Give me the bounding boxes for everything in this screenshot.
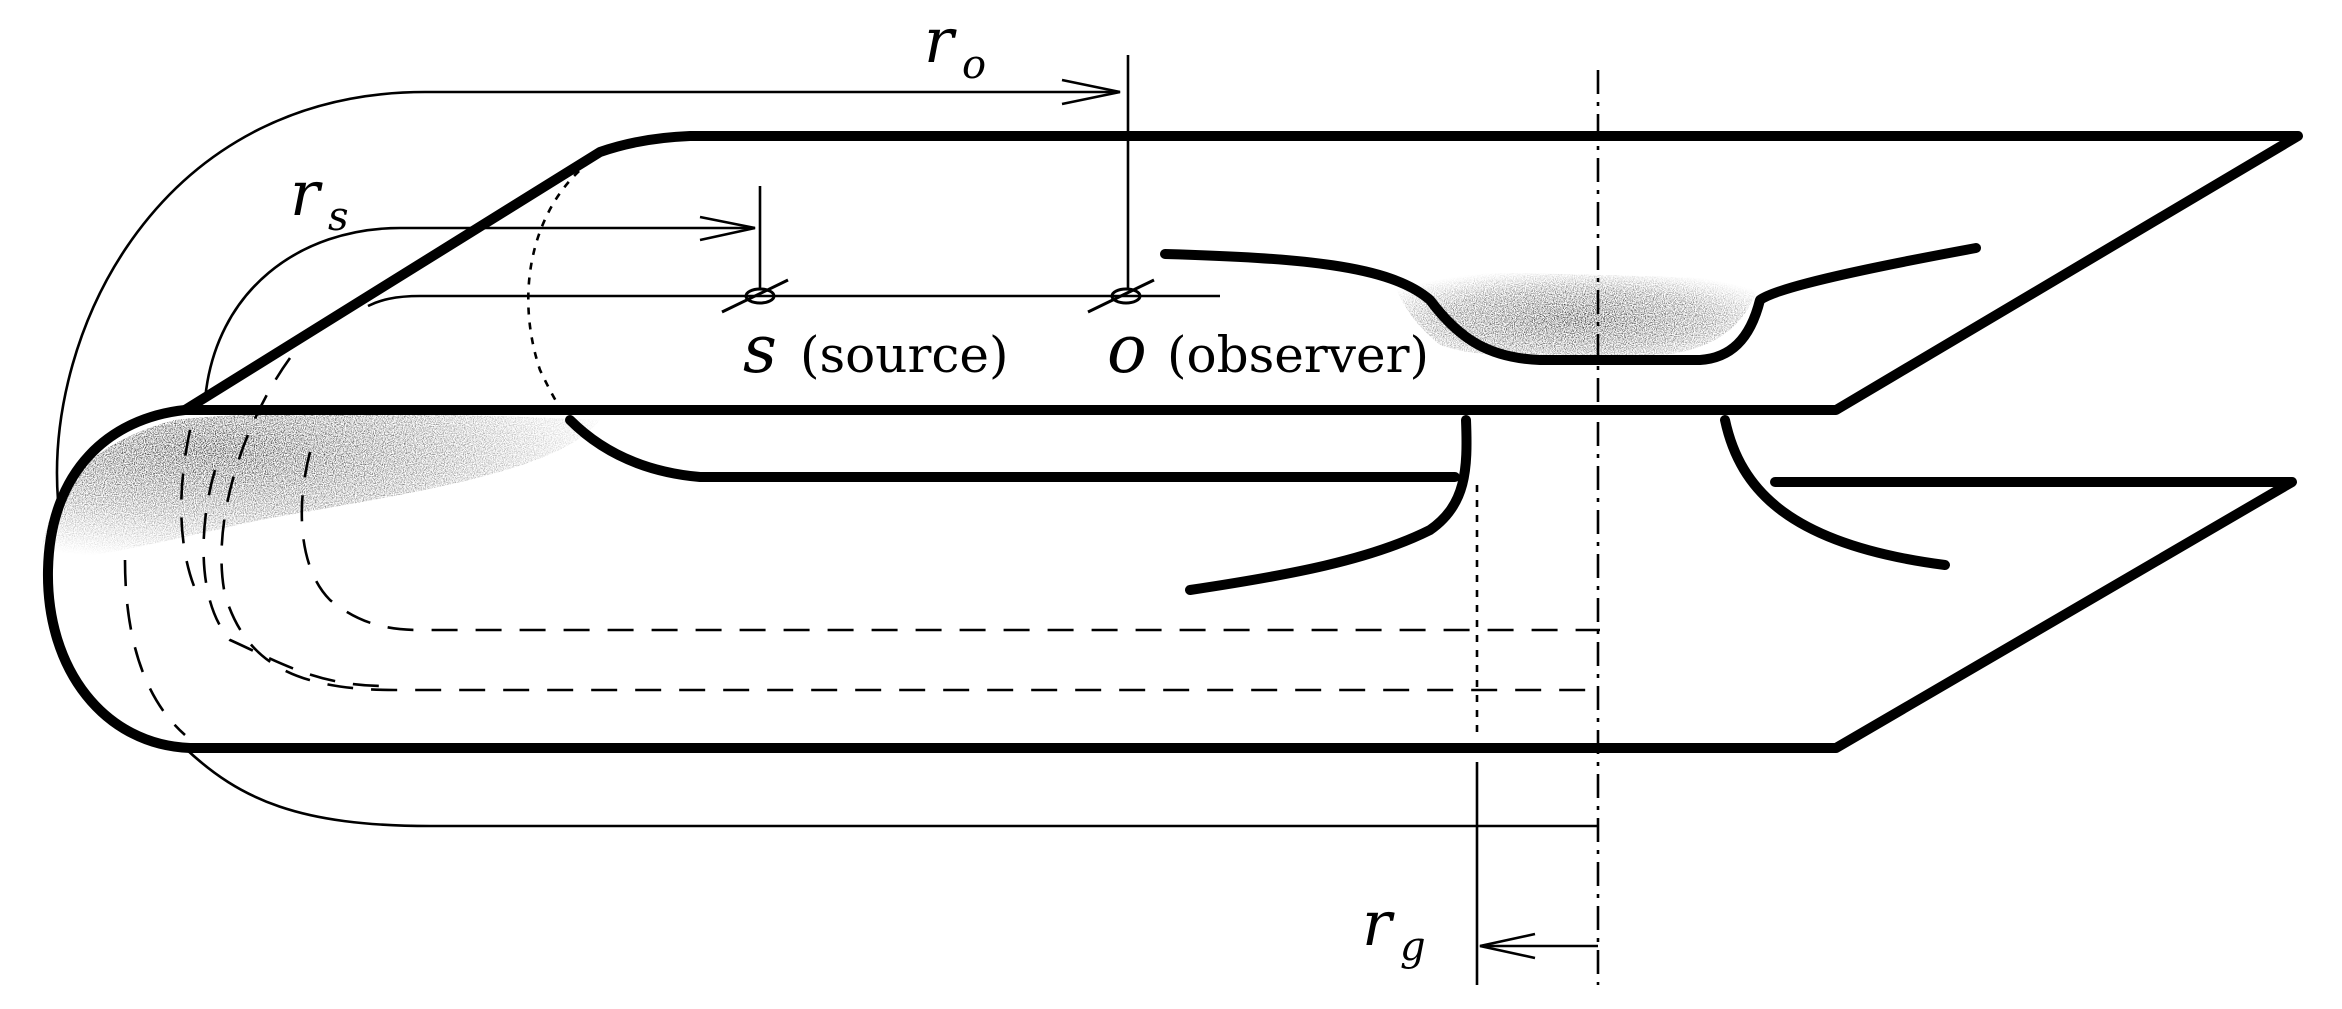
svg-text:s: s <box>328 194 349 240</box>
label-r-o: r o <box>924 4 986 88</box>
svg-text:o: o <box>962 42 986 88</box>
label-r-s: r s <box>290 157 349 240</box>
svg-text:s: s <box>743 311 777 388</box>
axis-line <box>367 294 1220 308</box>
shading-left-fold <box>40 413 600 560</box>
source-marker <box>721 278 789 314</box>
throat-curves <box>1160 243 1981 595</box>
r-s-arc <box>203 186 762 401</box>
label-observer: o (observer) <box>1107 311 1429 388</box>
label-r-g: r g <box>1362 887 1426 970</box>
svg-text:r: r <box>1362 887 1395 960</box>
r-o-arc <box>55 55 1130 501</box>
hidden-lines <box>123 151 1600 736</box>
r-g-arc <box>184 747 1598 960</box>
svg-text:r: r <box>924 4 957 77</box>
label-source: s (source) <box>743 311 1008 388</box>
brane-outline <box>42 131 2303 753</box>
svg-text:g: g <box>1400 924 1426 970</box>
svg-text:o: o <box>1107 311 1147 388</box>
reference-lines <box>1475 70 1600 985</box>
observer-marker <box>1087 278 1155 314</box>
svg-text:(observer): (observer) <box>1167 326 1429 384</box>
shading-throat <box>1390 272 1760 358</box>
svg-text:(source): (source) <box>800 326 1008 384</box>
svg-text:r: r <box>290 157 323 230</box>
